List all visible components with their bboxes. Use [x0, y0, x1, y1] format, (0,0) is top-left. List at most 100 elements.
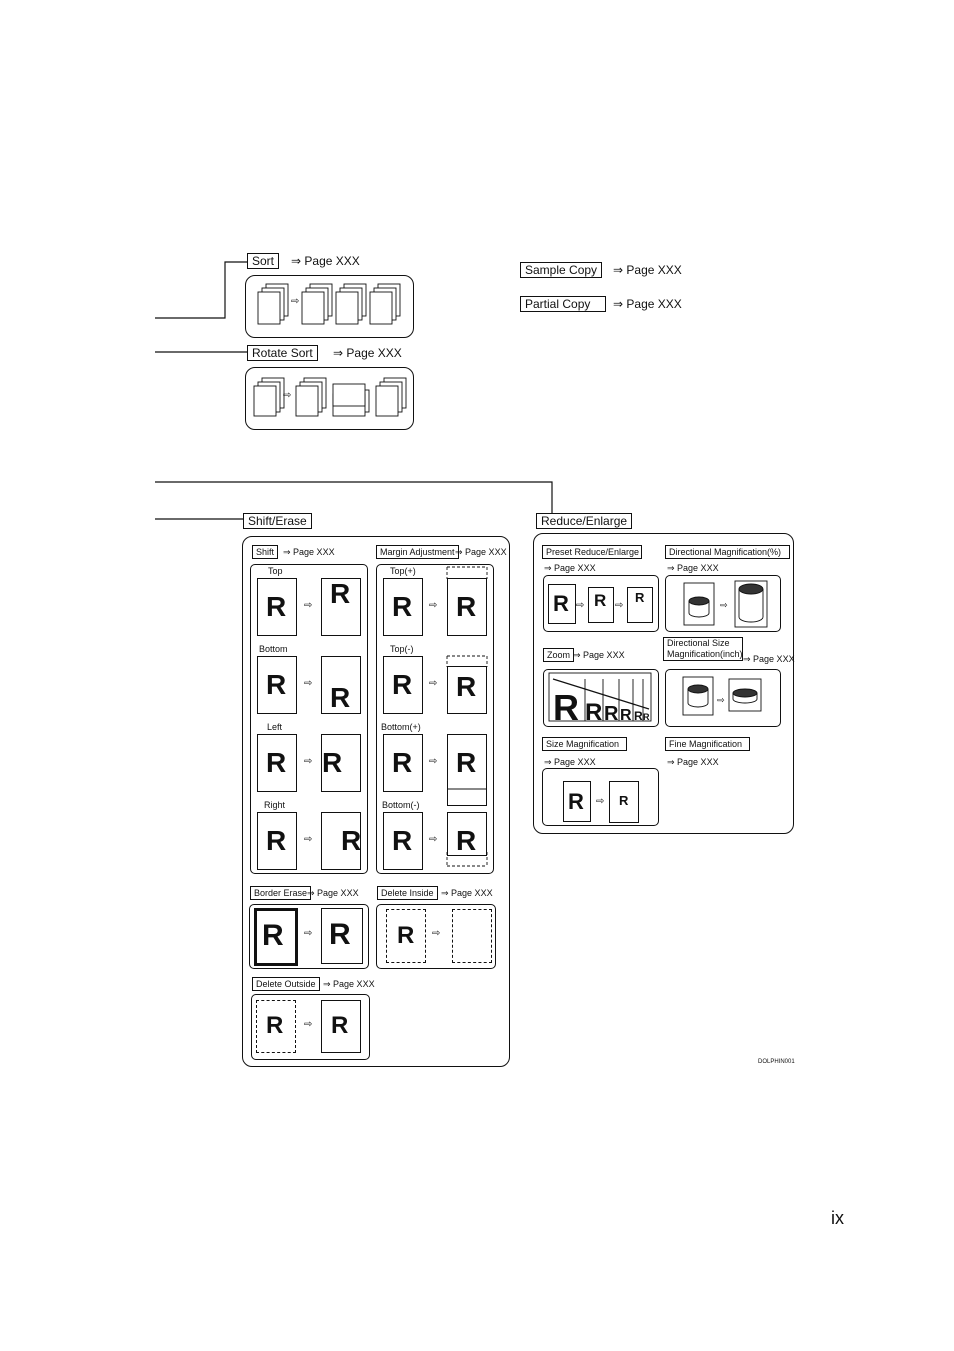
zoom-scale-icon: R R R R R R — [548, 672, 652, 725]
rotate-sort-illustration-box: ⇨ — [245, 367, 414, 430]
delete-inside-result — [452, 909, 492, 963]
directional-size-magnification-page-ref: ⇒ Page XXX — [743, 654, 795, 664]
margin-top-plus-result: R — [447, 578, 487, 636]
border-erase-original: R — [254, 908, 298, 966]
fine-magnification-page-ref: ⇒ Page XXX — [667, 757, 719, 767]
arrow-icon: ⇨ — [304, 1019, 313, 1030]
zoom-letter-4: R — [620, 707, 632, 724]
svg-text:⇨: ⇨ — [720, 601, 728, 611]
size-magnification-page-ref: ⇒ Page XXX — [544, 757, 596, 767]
shift-bottom-original: R — [257, 656, 297, 714]
margin-bottom-minus-original: R — [383, 812, 423, 870]
margin-adjustment-page-ref: ⇒ Page XXX — [455, 547, 507, 557]
shift-page-ref: ⇒ Page XXX — [283, 547, 335, 557]
shift-label: Shift — [252, 545, 279, 559]
zoom-letter-3: R — [604, 703, 619, 725]
shift-bottom-result: R — [321, 656, 361, 714]
margin-bottom-plus-line — [447, 788, 487, 790]
margin-top-plus-label: Top(+) — [390, 566, 416, 576]
sort-label: Sort — [247, 253, 280, 269]
fine-magnification-label: Fine Magnification — [665, 737, 750, 751]
margin-adjustment-box — [376, 564, 494, 874]
zoom-box — [543, 669, 659, 727]
shift-erase-panel — [242, 536, 510, 1067]
sort-stack-icon — [257, 283, 401, 325]
margin-top-plus-extension — [446, 566, 488, 579]
margin-top-minus-label: Top(-) — [390, 644, 414, 654]
shift-left-original: R — [257, 734, 297, 792]
rotate-sort-stack-icon — [253, 377, 407, 417]
border-erase-label: Border Erase — [250, 886, 312, 900]
shift-left-result: R — [321, 734, 361, 792]
arrow-icon: ⇨ — [429, 600, 438, 611]
directional-size-magnification-box — [665, 669, 781, 727]
border-erase-box — [249, 904, 369, 969]
arrow-icon: ⇨ — [304, 928, 313, 939]
delete-outside-label: Delete Outside — [252, 977, 320, 991]
shift-top-result: R — [321, 578, 361, 636]
arrow-icon: ⇨ — [576, 600, 585, 611]
arrow-icon: ⇨ — [432, 928, 441, 939]
delete-inside-box — [376, 904, 496, 969]
preset-reduced: R — [588, 587, 614, 623]
directional-magnification-page-ref: ⇒ Page XXX — [667, 563, 719, 573]
delete-inside-label: Delete Inside — [377, 886, 438, 900]
arrow-icon: ⇨ — [304, 756, 313, 767]
margin-bottom-minus-result: R — [447, 812, 487, 856]
reduce-enlarge-label: Reduce/Enlarge — [536, 513, 633, 529]
rotate-sort-page-ref: ⇒ Page XXX — [333, 346, 402, 360]
sort-arrow-icon: ⇨ — [291, 296, 300, 307]
delete-outside-original: R — [256, 1000, 296, 1053]
size-magnification-label: Size Magnification — [542, 737, 627, 751]
zoom-letter-1: R — [553, 687, 579, 725]
shift-right-result: R — [321, 812, 361, 870]
arrow-icon: ⇨ — [304, 678, 313, 689]
shift-left-label: Left — [267, 722, 283, 732]
delete-outside-page-ref: ⇒ Page XXX — [323, 979, 375, 989]
preset-box — [543, 575, 659, 632]
directional-magnification-label: Directional Magnification(%) — [665, 545, 790, 559]
margin-bottom-plus-label: Bottom(+) — [381, 722, 421, 732]
arrow-icon: ⇨ — [304, 834, 313, 845]
figure-code: DOLPHIN001 — [758, 1059, 795, 1065]
cylinder-stretch-icon: ⇨ — [683, 580, 768, 628]
zoom-letter-5: R — [634, 709, 643, 723]
rotate-sort-label: Rotate Sort — [247, 345, 318, 361]
sort-page-ref: ⇒ Page XXX — [291, 254, 360, 268]
arrow-icon: ⇨ — [429, 756, 438, 767]
delete-inside-original: R — [386, 909, 426, 963]
partial-copy-page-ref: ⇒ Page XXX — [613, 297, 682, 311]
preset-reduce-enlarge-label: Preset Reduce/Enlarge — [542, 545, 642, 559]
reduce-enlarge-panel — [533, 533, 794, 834]
shift-erase-label: Shift/Erase — [243, 513, 312, 529]
size-magnification-result: R — [609, 781, 639, 823]
border-erase-page-ref: ⇒ Page XXX — [307, 888, 359, 898]
sort-illustration-box: ⇨ — [245, 275, 414, 338]
directional-size-magnification-label: Directional Size Magnification(inch) — [663, 637, 743, 661]
shift-right-label: Right — [264, 800, 286, 810]
zoom-letter-2: R — [585, 699, 602, 725]
shift-right-original: R — [257, 812, 297, 870]
margin-bottom-minus-label: Bottom(-) — [382, 800, 420, 810]
margin-bottom-plus-result: R — [447, 734, 487, 806]
shift-box — [250, 564, 368, 874]
margin-top-plus-original: R — [383, 578, 423, 636]
size-magnification-original: R — [563, 781, 591, 822]
directional-magnification-box — [665, 575, 781, 632]
partial-copy-label: Partial Copy — [520, 296, 606, 312]
shift-top-label: Top — [268, 566, 283, 576]
svg-text:⇨: ⇨ — [717, 696, 725, 706]
preset-original: R — [548, 584, 576, 624]
arrow-icon: ⇨ — [615, 600, 624, 611]
margin-bottom-plus-original: R — [383, 734, 423, 792]
zoom-letter-6: R — [643, 712, 650, 722]
sample-copy-label: Sample Copy — [520, 262, 603, 278]
delete-inside-page-ref: ⇒ Page XXX — [441, 888, 493, 898]
shift-bottom-label: Bottom — [259, 644, 288, 654]
arrow-icon: ⇨ — [304, 600, 313, 611]
arrow-icon: ⇨ — [596, 796, 605, 807]
rotate-sort-arrow-icon: ⇨ — [283, 390, 292, 401]
sample-copy-page-ref: ⇒ Page XXX — [613, 263, 682, 277]
preset-enlarged: R — [627, 587, 653, 623]
